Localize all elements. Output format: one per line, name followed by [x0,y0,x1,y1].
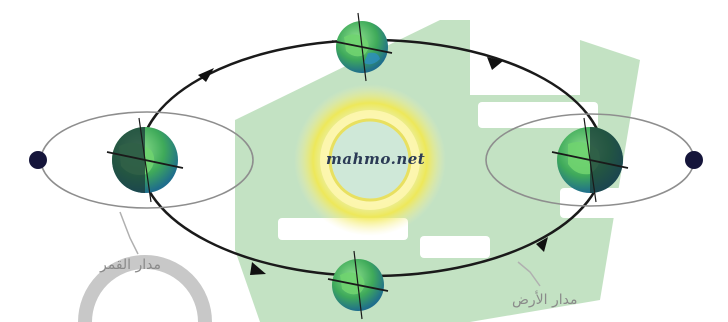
sun-icon [294,84,446,236]
earth-globe-icon [327,250,389,320]
decorative-arc [78,255,212,322]
moon-icon [685,151,703,169]
earth-globe-icon [331,12,393,82]
earth-globe-icon [551,117,629,203]
earth-orbit-leader-line [517,261,541,287]
watermark-text: mahmo.net [326,150,426,168]
moon-orbit-label: مدار القمر [100,257,162,273]
earth-globe-icon [106,117,184,203]
orbit-direction-arrow-bottom-right [536,237,548,252]
orbit-direction-arrow-top-right [487,57,503,70]
orbit-direction-arrow-top-left [198,68,214,82]
moon-orbit-leader-line [119,211,139,255]
orbit-direction-arrow-bottom-left [250,262,266,275]
moon-icon [29,151,47,169]
earth-orbit-label: مدار الأرض [512,292,578,308]
